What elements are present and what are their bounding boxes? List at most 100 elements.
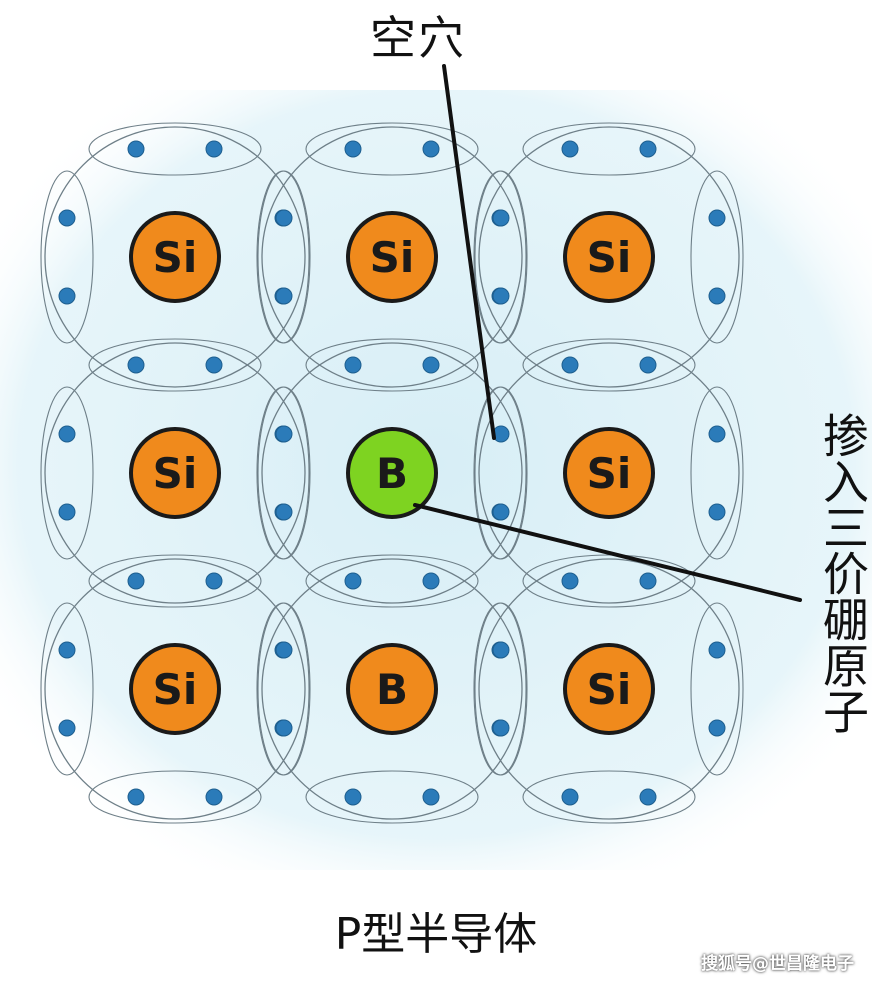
bond-shell xyxy=(478,558,740,820)
watermark-text: 搜狐号@世昌隆电子 xyxy=(701,954,854,974)
bond-lens xyxy=(474,386,528,560)
leader-lines xyxy=(413,64,802,602)
bond-shell xyxy=(478,342,740,604)
electron-dot xyxy=(492,719,510,737)
atom-symbol: Si xyxy=(587,449,632,498)
electron-dot xyxy=(58,503,76,521)
bond-lens xyxy=(305,338,479,392)
electron-dot xyxy=(205,572,223,590)
electron-dot xyxy=(58,719,76,737)
bond-shell xyxy=(261,126,523,388)
electron-dot xyxy=(708,287,726,305)
silicon-atom xyxy=(129,211,221,303)
bond-lens xyxy=(522,554,696,608)
electron-dot xyxy=(422,788,440,806)
electron-dot xyxy=(639,356,657,374)
electron-dot xyxy=(275,719,293,737)
hole-leader-line xyxy=(442,64,496,440)
electron-dot xyxy=(205,140,223,158)
atom-symbol: Si xyxy=(370,233,415,282)
electron-dot xyxy=(127,140,145,158)
electron-dot xyxy=(422,356,440,374)
boron-atom xyxy=(346,643,438,735)
bond-shells xyxy=(40,122,744,824)
electron-dot xyxy=(275,425,293,443)
electron-dot xyxy=(127,788,145,806)
electron-dot xyxy=(561,572,579,590)
bond-shell xyxy=(261,342,523,604)
bond-lens xyxy=(257,602,311,776)
bond-lens xyxy=(257,170,311,344)
electron-dot xyxy=(58,641,76,659)
bond-shell xyxy=(261,558,523,820)
electron-dot xyxy=(275,209,293,227)
electron-dot xyxy=(58,425,76,443)
hole-label: 空穴 xyxy=(370,11,466,65)
bond-lens xyxy=(305,554,479,608)
bond-lens xyxy=(40,386,94,560)
atom-symbol: Si xyxy=(587,665,632,714)
electron-dot xyxy=(492,641,510,659)
electron-dot xyxy=(344,356,362,374)
electron-dot xyxy=(344,572,362,590)
atom-symbol: B xyxy=(376,665,408,714)
bond-lens xyxy=(522,122,696,176)
electron-dot xyxy=(275,503,293,521)
silicon-atom xyxy=(346,211,438,303)
bond-lens xyxy=(88,338,262,392)
electron-dot xyxy=(708,719,726,737)
electron-dot xyxy=(561,788,579,806)
atom-symbol: Si xyxy=(153,449,198,498)
bond-lens xyxy=(474,602,528,776)
electron-dot xyxy=(639,572,657,590)
electron-dot xyxy=(127,356,145,374)
electron-dot xyxy=(58,209,76,227)
atom-symbol: Si xyxy=(153,665,198,714)
electron-dot xyxy=(708,209,726,227)
bond-lens xyxy=(522,770,696,824)
bond-lens xyxy=(257,386,311,560)
silicon-atom xyxy=(129,427,221,519)
electron-dot xyxy=(492,287,510,305)
bond-lens xyxy=(305,122,479,176)
electron-dot xyxy=(708,503,726,521)
electron-dot xyxy=(708,641,726,659)
silicon-atom xyxy=(563,427,655,519)
bond-shell xyxy=(44,342,306,604)
bond-lens xyxy=(522,338,696,392)
electron-dot xyxy=(58,287,76,305)
electron-dot xyxy=(708,425,726,443)
electron-dot xyxy=(492,209,510,227)
electron-dot xyxy=(639,140,657,158)
electron-dot xyxy=(205,788,223,806)
electron-dot xyxy=(492,503,510,521)
bond-shell xyxy=(44,126,306,388)
electron-dot xyxy=(422,572,440,590)
bond-lens xyxy=(690,602,744,776)
electron-dot xyxy=(344,788,362,806)
bond-lens xyxy=(40,602,94,776)
bond-lens xyxy=(474,170,528,344)
diagram-caption: P型半导体 xyxy=(334,909,538,960)
bond-shell xyxy=(44,558,306,820)
electrons xyxy=(58,140,726,806)
electron-dot xyxy=(205,356,223,374)
bond-lens xyxy=(690,170,744,344)
bond-lens xyxy=(305,770,479,824)
dopant-label: 掺入三价硼原子 xyxy=(816,412,870,734)
electron-dot xyxy=(561,356,579,374)
bond-lens xyxy=(88,122,262,176)
atom-symbol: Si xyxy=(587,233,632,282)
electron-dot xyxy=(127,572,145,590)
atom-symbol: B xyxy=(376,449,408,498)
dopant-leader-line xyxy=(413,503,802,602)
electron-dot xyxy=(275,641,293,659)
bond-lens xyxy=(88,770,262,824)
electron-dot xyxy=(639,788,657,806)
silicon-atom xyxy=(563,211,655,303)
electron-dot xyxy=(275,287,293,305)
bond-shell xyxy=(478,126,740,388)
bond-lens xyxy=(88,554,262,608)
